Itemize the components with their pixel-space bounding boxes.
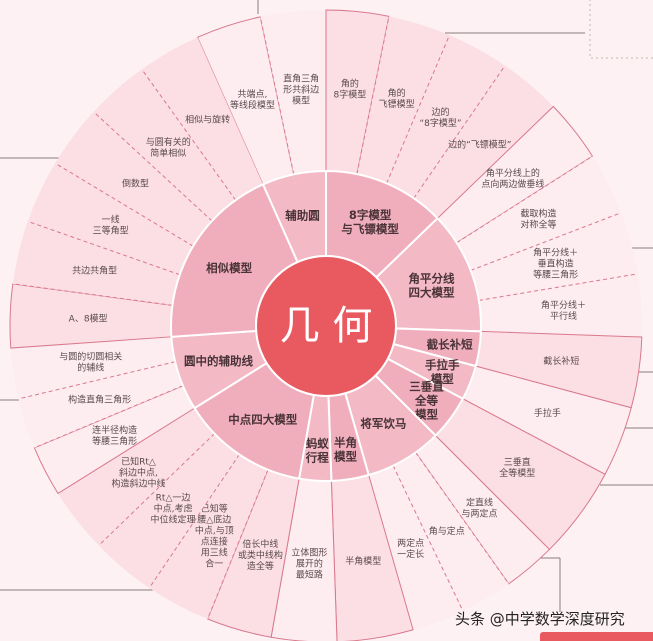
outer-item-label: 角平分线上的点向两边做垂线 [481, 167, 544, 190]
dashed-divider [478, 273, 638, 301]
outer-item-label: 已知Rt△斜边中点,构造斜边中线 [111, 455, 165, 489]
category-label: 辅助圆 [285, 208, 320, 222]
outer-item-label: 倒数型 [122, 177, 149, 189]
category-label: 三垂直全等模型 [409, 379, 444, 421]
dashed-divider [415, 452, 510, 585]
outer-item-label: 定直线与两定点 [462, 496, 498, 519]
outer-segment [27, 163, 194, 275]
category-label: 蚂蚁行程 [305, 436, 329, 464]
outer-segment [93, 69, 236, 221]
dashed-divider [54, 162, 194, 247]
dashed-divider [34, 385, 184, 449]
outer-segment [98, 433, 240, 588]
dashed-divider [413, 65, 506, 199]
outer-item-label: 立体图形展开的最短路 [291, 546, 327, 580]
outer-item-label: 直角三角形共斜边模型 [283, 72, 319, 106]
outer-item-label: 角的飞镖模型 [379, 87, 415, 110]
dashed-divider [470, 212, 622, 271]
outer-segment [356, 16, 450, 184]
outer-segment [10, 336, 176, 399]
center-circle [255, 255, 397, 397]
outer-item-label: 共端点,等线段模型 [230, 88, 275, 111]
category-label: 中点四大模型 [228, 412, 297, 426]
category-label: 手拉手模型 [425, 357, 460, 385]
dashed-divider [356, 16, 390, 175]
dashed-divider [98, 433, 215, 546]
dashed-divider [148, 454, 240, 589]
outer-segment [368, 465, 463, 630]
outer-item-label: 角平分线＋垂直构造等腰三角形 [533, 246, 578, 280]
dashed-divider [386, 34, 450, 184]
category-label: 角平分线四大模型 [408, 271, 454, 299]
outer-segment [141, 37, 263, 201]
outer-item-label: 两定点一定长 [397, 536, 424, 559]
dashed-divider [141, 68, 237, 201]
outer-item-label: 与圆的切圆相关的辅线 [59, 350, 122, 373]
outer-segment [386, 35, 505, 199]
outer-item-label: 手拉手 [534, 407, 561, 419]
watermark: 头条 @中学数学深度研究 [455, 610, 625, 628]
outer-item-label: A、8模型 [69, 313, 108, 324]
outer-item-label: 倍长中线或类中线构造全等 [238, 537, 283, 571]
outer-segment [18, 361, 183, 448]
dashed-divider [18, 361, 176, 400]
outer-segment [470, 212, 638, 301]
category-label: 将军饮马 [360, 416, 406, 430]
outer-item-label: 边的“飞镖模型” [448, 138, 511, 150]
outer-item-label: 构造直角三角形 [68, 393, 131, 405]
outer-item-label: 共边共角型 [72, 264, 117, 276]
outer-item-label: 已知等腰△底边中点,与顶点连接用三线合一 [195, 502, 234, 569]
outer-item-label: 连半径构造等腰三角形 [92, 423, 137, 446]
note-box [589, 0, 653, 59]
outer-item-label: 角与定点 [429, 525, 465, 537]
outer-segment [413, 65, 554, 219]
dashed-divider [259, 16, 295, 175]
outer-item-label: 半角模型 [345, 555, 381, 567]
outer-segment [12, 221, 180, 306]
dashed-divider [12, 283, 173, 306]
outer-item-label: 三垂直全等模型 [499, 456, 535, 479]
outer-segment [55, 111, 213, 247]
category-label: 8字模型与飞镖模型 [341, 207, 399, 235]
outer-item-label: 角平分线＋平行线 [541, 298, 586, 321]
dashed-divider [93, 111, 213, 222]
dashed-divider [456, 155, 593, 244]
section-tag [540, 632, 653, 641]
dashed-divider [27, 220, 180, 276]
dashed-divider [392, 465, 464, 612]
outer-segment [393, 452, 509, 611]
outer-item-label: Rt△一边中点,考虑中位线定理 [151, 492, 196, 525]
dashed-divider [207, 469, 269, 620]
outer-item-label: 截长补短 [543, 355, 579, 367]
outer-item-label: 截取构造对称全等 [521, 207, 557, 230]
category-label: 圆中的辅助线 [184, 353, 253, 367]
outer-segment [260, 10, 326, 175]
outer-segment [478, 273, 642, 338]
outer-item-label: 相似与旋转 [185, 113, 230, 125]
category-label: 相似模型 [206, 260, 252, 274]
outer-item-label: 一线三等角型 [93, 213, 129, 236]
category-label: 截长补短 [427, 337, 473, 351]
outer-segment [58, 408, 215, 546]
center-title: 几 何 [280, 303, 373, 349]
outer-segment [149, 454, 268, 619]
outer-segment [456, 156, 622, 271]
category-label: 半角模型 [334, 435, 357, 463]
outer-item-label: 边的“8字模型” [419, 105, 461, 128]
outer-item-label: 与圆有关的简单相似 [146, 136, 191, 159]
